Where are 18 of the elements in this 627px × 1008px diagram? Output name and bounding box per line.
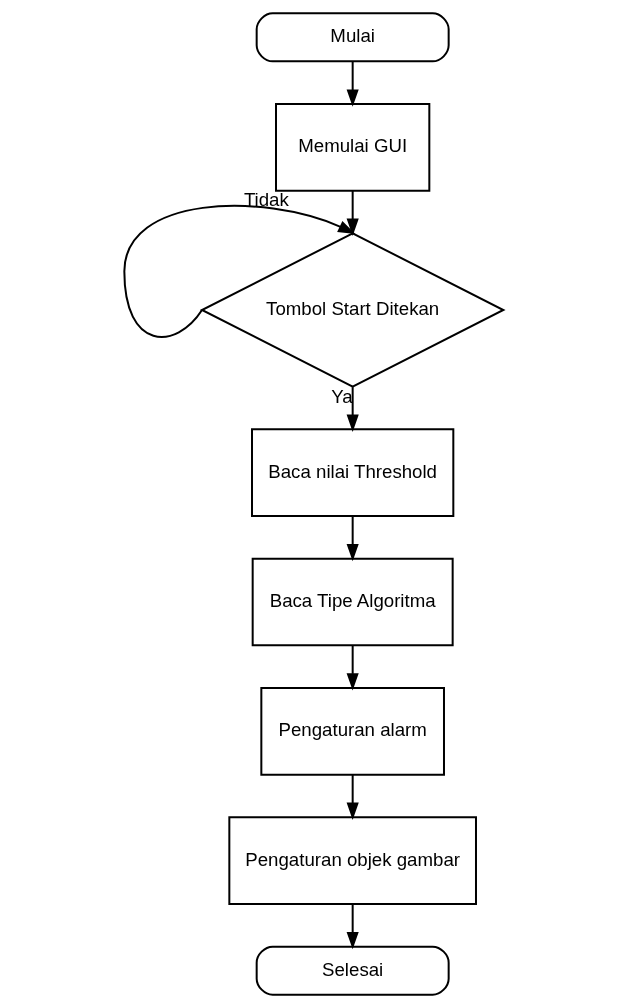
edge-label: Ya [330, 385, 353, 407]
node-diamond: Tombol Start Ditekan [199, 232, 506, 388]
arrow [346, 773, 359, 820]
arrow [346, 386, 359, 432]
node-box: Pengaturan objek gambar [227, 816, 477, 905]
node-box: Selesai [255, 945, 450, 996]
node-box: Pengaturan alarm [259, 687, 445, 776]
node-box: Memulai GUI [274, 103, 430, 192]
arrow [346, 515, 359, 562]
arrow [346, 189, 359, 236]
edge-label: Tidak [243, 189, 289, 211]
arrow [346, 60, 359, 107]
node-box: Baca nilai Threshold [250, 428, 454, 517]
arrow [122, 204, 355, 338]
node-box: Baca Tipe Algoritma [251, 557, 454, 647]
node-box: Mulai [255, 12, 450, 63]
arrow [346, 644, 359, 691]
arrow [346, 903, 359, 950]
